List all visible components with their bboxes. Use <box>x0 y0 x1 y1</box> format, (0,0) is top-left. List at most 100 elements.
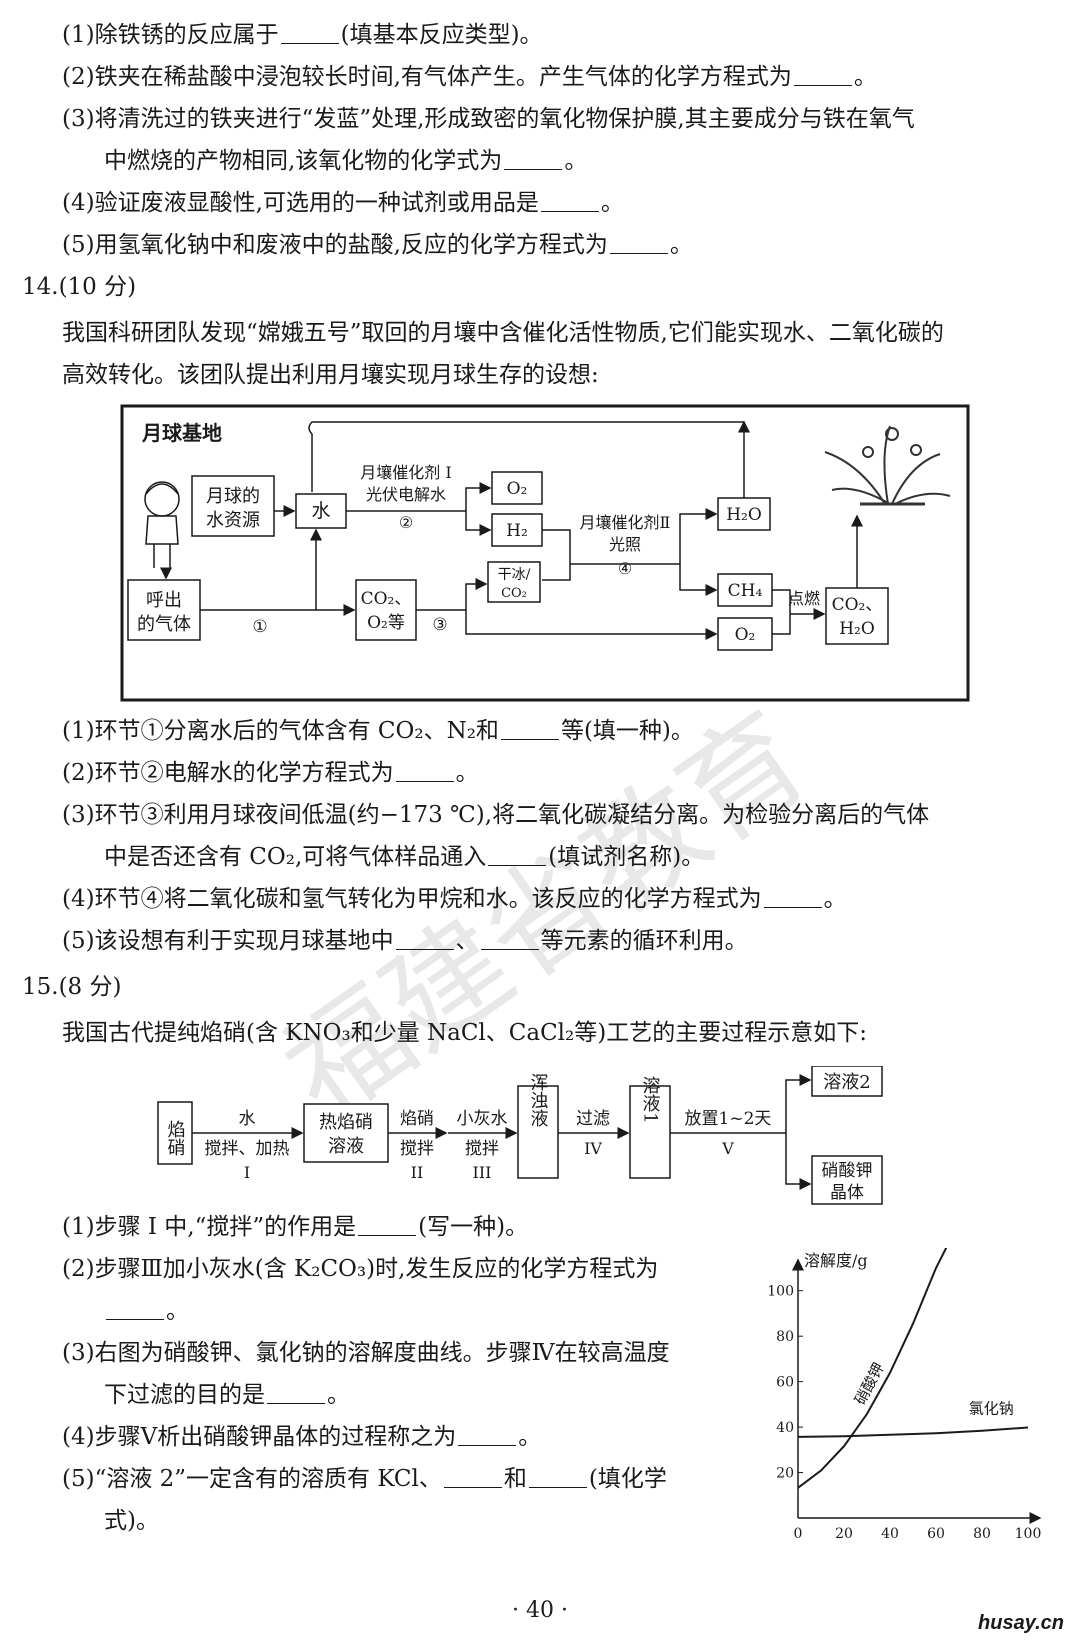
svg-text:光照: 光照 <box>609 535 641 554</box>
svg-text:CO₂、: CO₂、 <box>832 595 883 615</box>
answer-blank[interactable] <box>793 65 852 86</box>
q13-sub3-line1: (3)将清洗过的铁夹进行“发蓝”处理,形成致密的氧化物保护膜,其主要成分与铁在氧… <box>62 106 915 132</box>
answer-blank[interactable] <box>528 1467 587 1488</box>
q15-sub2-line2: 。 <box>104 1296 189 1326</box>
answer-blank[interactable] <box>504 149 563 170</box>
svg-text:呼出: 呼出 <box>146 590 182 611</box>
answer-blank[interactable] <box>443 1467 502 1488</box>
svg-text:O₂: O₂ <box>735 625 756 645</box>
svg-text:月壤催化剂Ⅱ: 月壤催化剂Ⅱ <box>580 513 671 532</box>
answer-blank[interactable] <box>488 845 547 866</box>
svg-text:III: III <box>473 1163 492 1182</box>
q15-sub3-line2: 下过滤的目的是。 <box>104 1382 350 1408</box>
y-axis-label: 溶解度/g <box>804 1251 868 1270</box>
svg-text:③: ③ <box>432 615 447 635</box>
q14-sub5: (5)该设想有利于实现月球基地中、等元素的循环利用。 <box>62 928 748 954</box>
svg-text:光伏电解水: 光伏电解水 <box>366 485 446 504</box>
q14-intro-line1: 我国科研团队发现“嫦娥五号”取回的月壤中含催化活性物质,它们能实现水、二氧化碳的 <box>62 320 944 346</box>
series-label-kno3: 硝酸钾 <box>851 1360 888 1408</box>
x-axis-label: 温度/℃ <box>998 1547 1053 1548</box>
svg-text:搅拌、加热: 搅拌、加热 <box>205 1139 290 1159</box>
q15-sub1: (1)步骤 I 中,“搅拌”的作用是(写一种)。 <box>62 1214 529 1240</box>
moon-base-diagram: 月球基地 月球的 水资源 水 月壤催化剂 I 光伏电解水 ② O₂ H₂ 月壤催… <box>120 404 970 702</box>
svg-text:V: V <box>721 1139 734 1158</box>
moon-water-resource-label: 月球的 <box>206 486 260 507</box>
y-tick-label: 80 <box>776 1329 794 1345</box>
svg-text:热焰硝: 热焰硝 <box>319 1112 373 1133</box>
q15-sub5-line2: 式)。 <box>104 1508 159 1534</box>
svg-text:II: II <box>411 1163 424 1182</box>
answer-blank[interactable] <box>500 719 559 740</box>
q14-sub1: (1)环节①分离水后的气体含有 CO₂、N₂和等(填一种)。 <box>62 718 694 744</box>
svg-text:焰硝: 焰硝 <box>165 1120 186 1156</box>
svg-text:CO₂: CO₂ <box>501 586 527 601</box>
q14-sub4: (4)环节④将二氧化碳和氢气转化为甲烷和水。该反应的化学方程式为。 <box>62 886 847 912</box>
q13-sub1: (1)除铁锈的反应属于(填基本反应类型)。 <box>62 22 543 48</box>
svg-text:搅拌: 搅拌 <box>400 1139 434 1159</box>
answer-blank[interactable] <box>395 929 454 950</box>
q15-intro: 我国古代提纯焰硝(含 KNO₃和少量 NaCl、CaCl₂等)工艺的主要过程示意… <box>62 1020 867 1046</box>
solubility-chart: 溶解度/g温度/℃02040608010020406080100硝酸钾氯化钠 <box>767 1248 1054 1548</box>
svg-text:H₂: H₂ <box>506 521 528 541</box>
answer-blank[interactable] <box>763 887 822 908</box>
x-tick-label: 60 <box>927 1526 945 1542</box>
answer-blank[interactable] <box>395 761 454 782</box>
q15-sub4: (4)步骤Ⅴ析出硝酸钾晶体的过程称之为。 <box>62 1424 542 1450</box>
svg-text:干冰/: 干冰/ <box>498 567 531 583</box>
plant-icon <box>824 425 951 506</box>
answer-blank[interactable] <box>540 191 599 212</box>
y-tick-label: 40 <box>776 1420 794 1436</box>
svg-text:晶体: 晶体 <box>830 1183 864 1203</box>
x-tick-label: 100 <box>1015 1526 1042 1542</box>
person-icon <box>144 481 180 568</box>
svg-text:CH₄: CH₄ <box>728 581 763 601</box>
y-tick-label: 60 <box>776 1375 794 1391</box>
x-tick-label: 20 <box>835 1526 853 1542</box>
site-logo: husay.cn <box>978 1612 1064 1634</box>
q14-intro-line2: 高效转化。该团队提出利用月壤实现月球生存的设想: <box>62 362 599 388</box>
q14-sub2: (2)环节②电解水的化学方程式为。 <box>62 760 479 786</box>
svg-text:小灰水: 小灰水 <box>457 1109 508 1129</box>
answer-blank[interactable] <box>458 1425 517 1446</box>
q15-header: 15.(8 分) <box>22 974 122 1000</box>
svg-text:水资源: 水资源 <box>206 510 260 531</box>
q15-sub5-line1: (5)“溶液 2”一定含有的溶质有 KCl、和(填化学 <box>62 1466 667 1492</box>
q14-sub3-line1: (3)环节③利用月球夜间低温(约−173 ℃),将二氧化碳凝结分离。为检验分离后… <box>62 802 930 828</box>
svg-text:①: ① <box>252 617 267 637</box>
svg-text:焰硝: 焰硝 <box>400 1109 434 1129</box>
answer-blank[interactable] <box>609 233 668 254</box>
svg-text:水: 水 <box>239 1109 256 1129</box>
q14-header: 14.(10 分) <box>22 274 137 300</box>
svg-text:溶液1: 溶液1 <box>640 1076 661 1124</box>
purification-flow-diagram: 焰硝 水 搅拌、加热 I 热焰硝 溶液 焰硝 搅拌 II 小灰水 搅拌 III … <box>157 1066 883 1205</box>
answer-blank[interactable] <box>280 23 339 44</box>
answer-blank[interactable] <box>267 1383 325 1404</box>
water-label: 水 <box>311 500 330 522</box>
answer-blank[interactable] <box>106 1299 164 1320</box>
svg-text:月壤催化剂 I: 月壤催化剂 I <box>360 463 451 482</box>
svg-text:过滤: 过滤 <box>576 1109 610 1129</box>
svg-text:H₂O: H₂O <box>726 505 762 525</box>
y-tick-label: 20 <box>776 1466 794 1482</box>
svg-text:CO₂、: CO₂、 <box>361 589 412 609</box>
svg-text:②: ② <box>399 513 413 532</box>
svg-text:溶液: 溶液 <box>328 1136 364 1157</box>
series-line-1 <box>797 1426 1029 1438</box>
q13-sub5: (5)用氢氧化钠中和废液中的盐酸,反应的化学方程式为。 <box>62 232 693 258</box>
diagram-title: 月球基地 <box>141 421 222 445</box>
svg-text:IV: IV <box>584 1139 602 1158</box>
series-line-0 <box>797 1248 948 1489</box>
answer-blank[interactable] <box>358 1215 417 1236</box>
svg-text:硝酸钾: 硝酸钾 <box>822 1161 873 1181</box>
x-tick-label: 80 <box>973 1526 991 1542</box>
svg-text:O₂等: O₂等 <box>367 613 405 633</box>
answer-blank[interactable] <box>480 929 539 950</box>
q15-sub2-line1: (2)步骤Ⅲ加小灰水(含 K₂CO₃)时,发生反应的化学方程式为 <box>62 1256 659 1282</box>
svg-text:的气体: 的气体 <box>137 614 191 635</box>
svg-text:④: ④ <box>618 559 632 578</box>
svg-text:O₂: O₂ <box>507 479 528 499</box>
svg-text:搅拌: 搅拌 <box>465 1139 499 1159</box>
q15-sub3-line1: (3)右图为硝酸钾、氯化钠的溶解度曲线。步骤Ⅳ在较高温度 <box>62 1340 670 1366</box>
y-tick-label: 100 <box>767 1284 794 1300</box>
svg-text:溶液2: 溶液2 <box>823 1072 870 1093</box>
